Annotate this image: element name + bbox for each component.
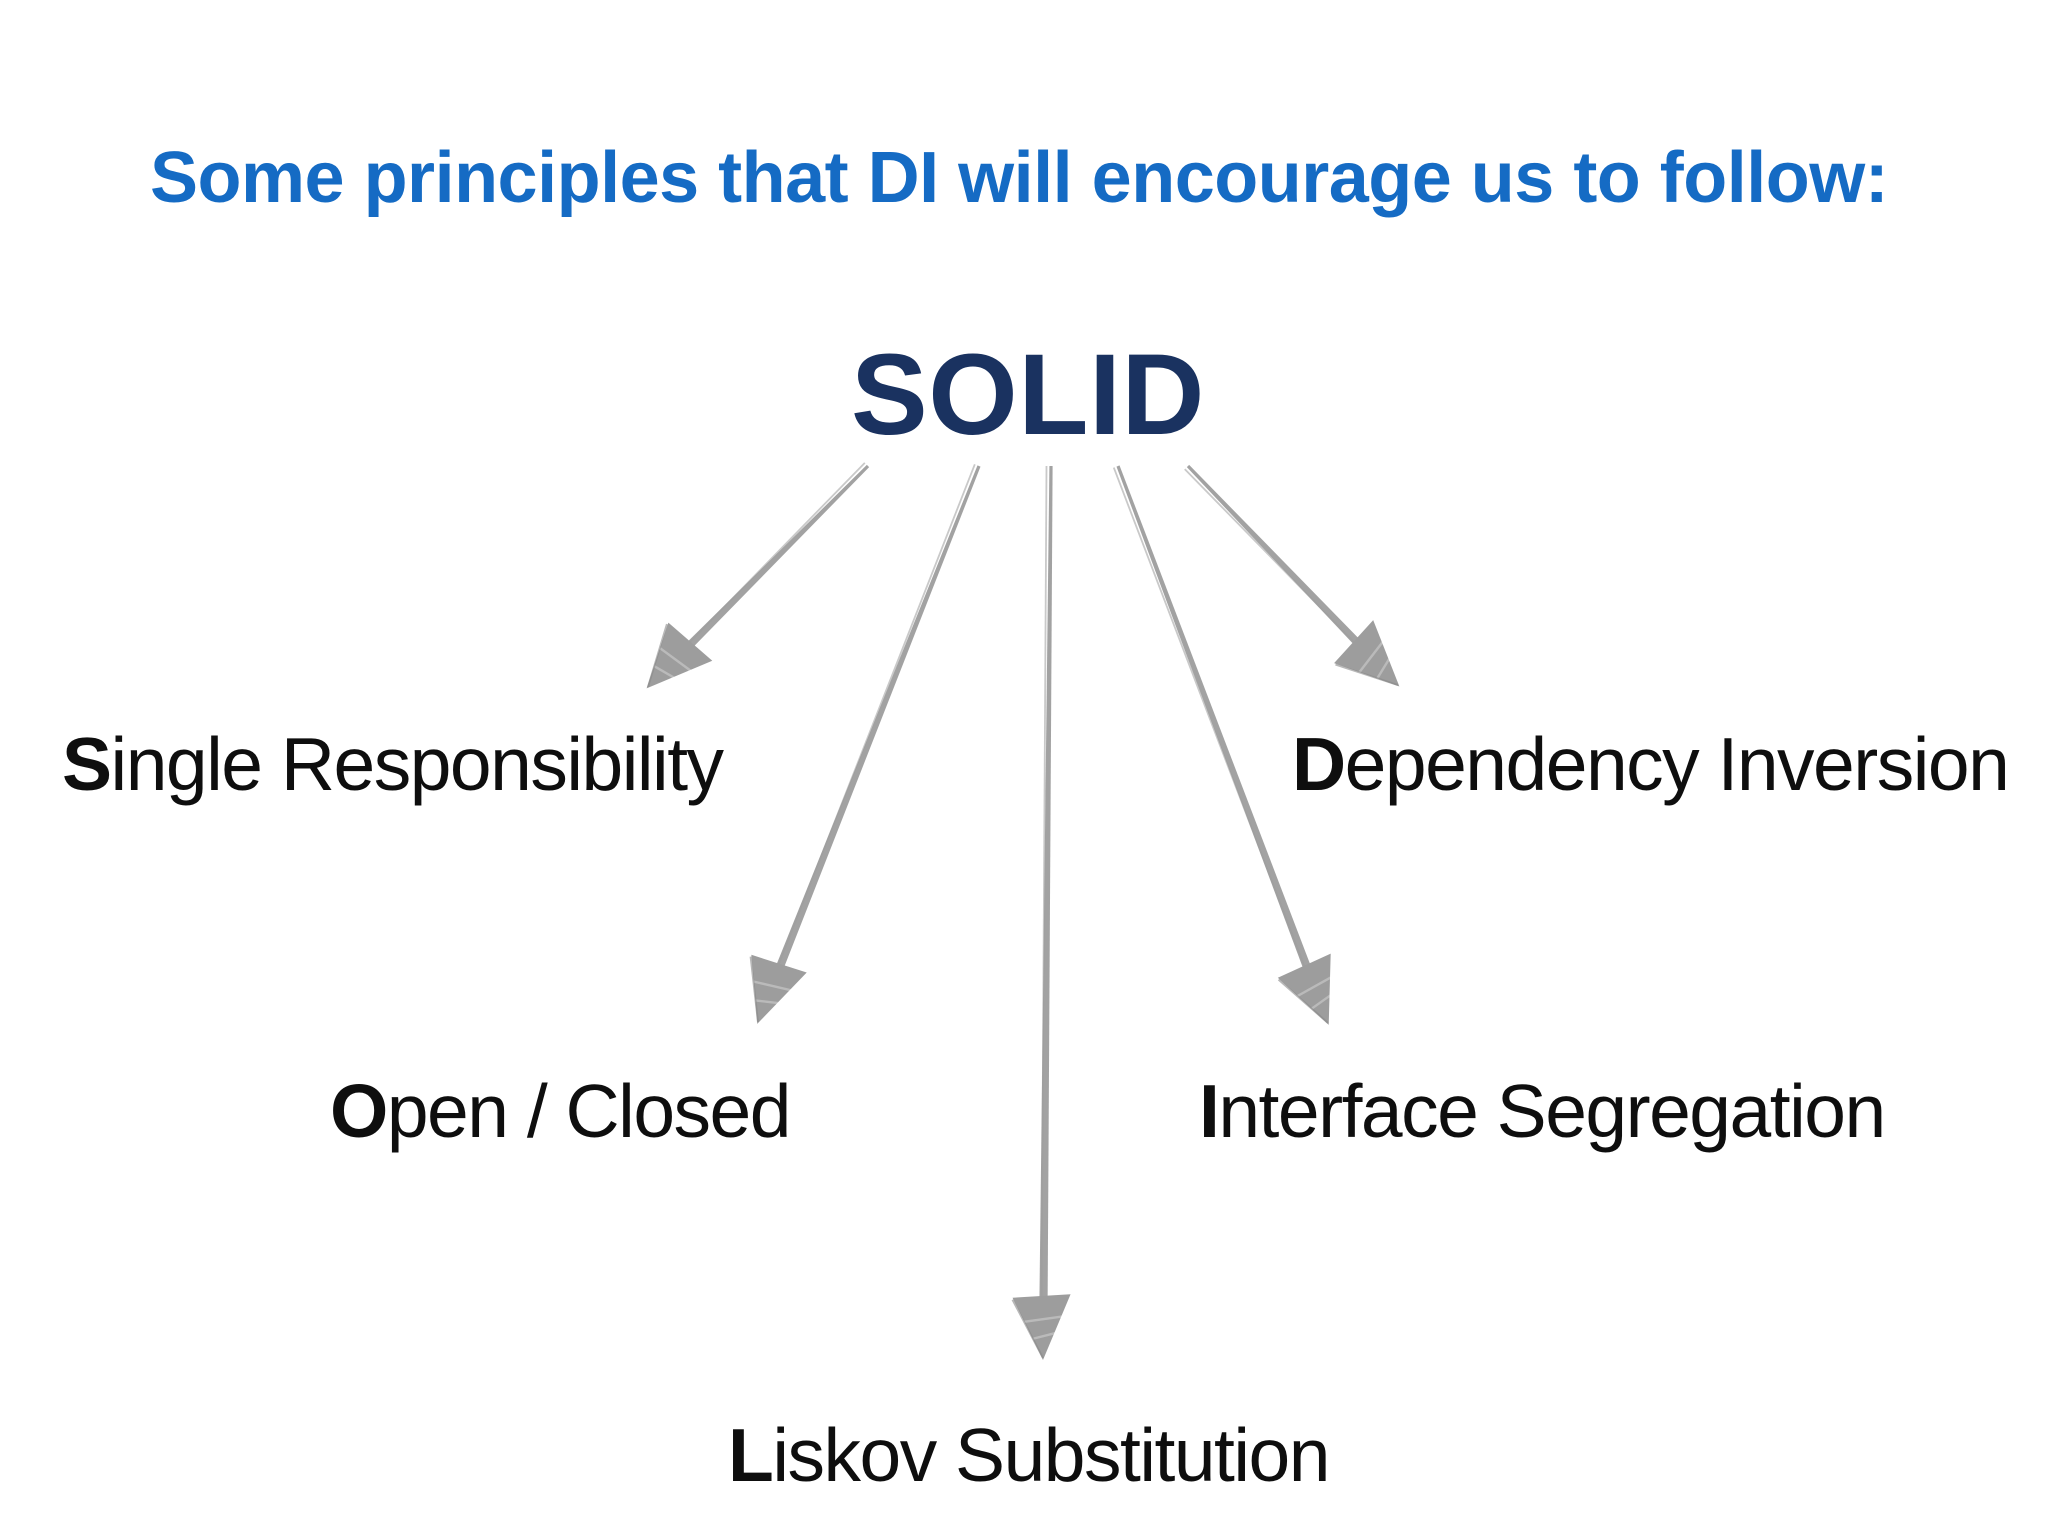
principle-liskov-substitution: Liskov Substitution	[728, 1418, 1330, 1493]
principle-lead-letter: I	[1199, 1069, 1220, 1153]
principle-label: iskov Substitution	[772, 1413, 1330, 1497]
arrow-solid-to-liskov-substitution	[1011, 465, 1071, 1360]
principle-interface-segregation: Interface Segregation	[1199, 1074, 1886, 1149]
principle-lead-letter: L	[728, 1413, 774, 1497]
principle-open-closed: Open / Closed	[330, 1074, 791, 1149]
slide-title: Some principles that DI will encourage u…	[150, 138, 1889, 218]
principle-label: ingle Responsibility	[110, 722, 725, 806]
principle-label: ependency Inversion	[1344, 722, 2010, 806]
arrow-solid-to-single-responsibility	[646, 462, 870, 689]
principle-lead-letter: O	[330, 1069, 388, 1153]
arrow-solid-to-interface-segregation	[1112, 465, 1333, 1025]
solid-acronym: SOLID	[851, 331, 1205, 459]
principle-lead-letter: D	[1292, 722, 1346, 806]
principle-single-responsibility: Single Responsibility	[62, 727, 724, 802]
principle-lead-letter: S	[62, 722, 112, 806]
arrow-solid-to-open-closed	[749, 464, 981, 1024]
principle-dependency-inversion: Dependency Inversion	[1292, 727, 2010, 802]
principle-label: nterface Segregation	[1218, 1069, 1886, 1153]
arrow-solid-to-dependency-inversion	[1184, 464, 1400, 687]
principle-label: pen / Closed	[386, 1069, 792, 1153]
